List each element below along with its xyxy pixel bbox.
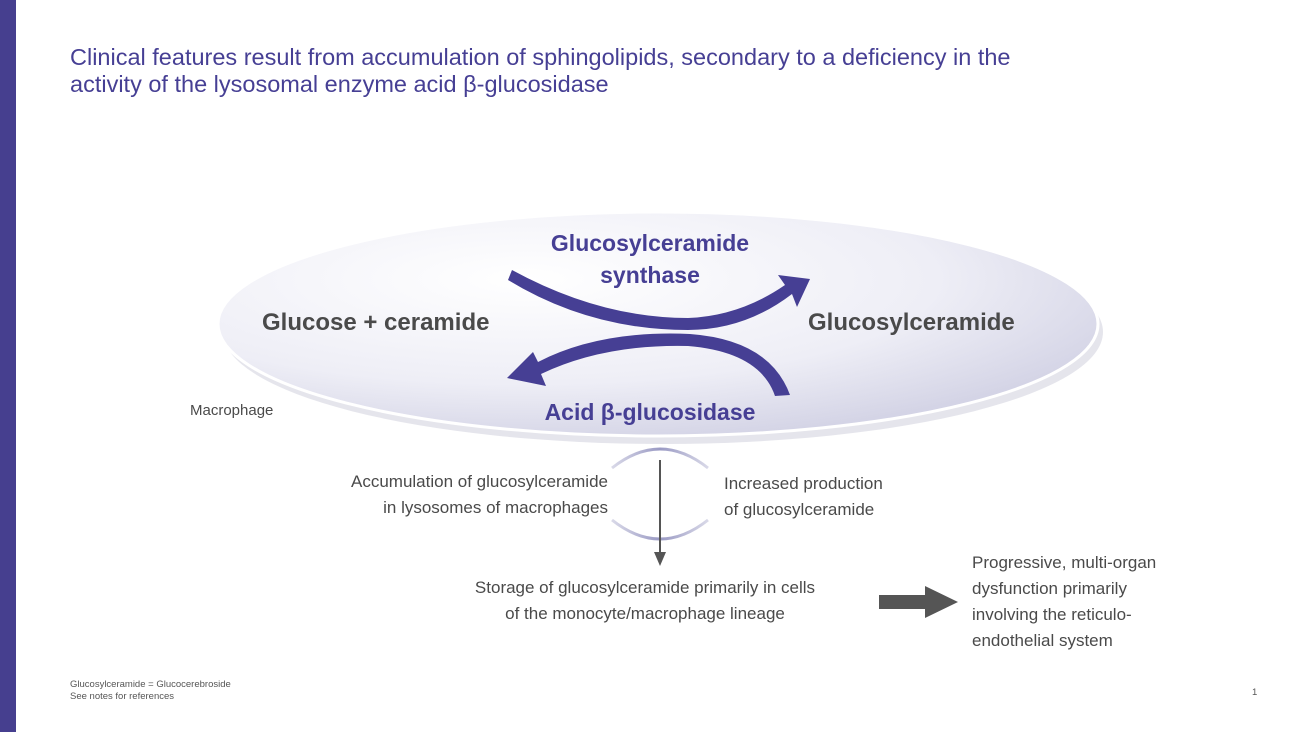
page-number: 1 [1252,687,1258,698]
glucosidase-label: Acid β-glucosidase [544,399,756,425]
footnotes: Glucosylceramide = Glucocerebroside See … [70,679,231,703]
storage-line-2: of the monocyte/macrophage lineage [505,604,785,623]
outcome-line-2: dysfunction primarily [972,579,1127,598]
accumulation-line-1: Accumulation of glucosylceramide [350,472,608,491]
synthase-label-line-2: synthase [600,262,700,288]
macrophage-label: Macrophage [190,402,274,419]
increased-line-2: of glucosylceramide [724,500,875,519]
left-accent-bar [0,0,16,732]
page-title: Clinical features result from accumulati… [70,44,1220,98]
product-label: Glucosylceramide [808,309,1015,336]
right-arrow-shaft [879,595,927,609]
footnote-references: See notes for references [70,691,175,702]
right-arrow-head [925,586,958,618]
outcome-line-4: endothelial system [972,631,1113,650]
cycle-ring-top [611,447,709,470]
outcome-text: Progressive, multi-organ dysfunction pri… [972,550,1156,654]
storage-text: Storage of glucosylceramide primarily in… [410,575,880,627]
down-arrow-head [654,552,666,566]
accumulation-text: Accumulation of glucosylceramide in lyso… [270,469,608,521]
outcome-line-3: involving the reticulo- [972,605,1132,624]
synthase-label-line-1: Glucosylceramide [550,230,750,256]
substrate-label: Glucose + ceramide [262,309,490,336]
title-line-2: activity of the lysosomal enzyme acid β-… [70,71,609,97]
footnote-abbreviation: Glucosylceramide = Glucocerebroside [70,679,231,690]
increased-line-1: Increased production [724,474,883,493]
synthase-label: Glucosylceramide synthase [520,227,780,291]
increased-production-text: Increased production of glucosylceramide [724,471,883,523]
storage-line-1: Storage of glucosylceramide primarily in… [474,578,816,597]
synthase-arrow [508,270,810,330]
outcome-line-1: Progressive, multi-organ [972,553,1157,572]
title-line-1: Clinical features result from accumulati… [70,44,1011,70]
accumulation-line-2: in lysosomes of macrophages [383,498,608,517]
glucosidase-arrow [507,333,790,396]
